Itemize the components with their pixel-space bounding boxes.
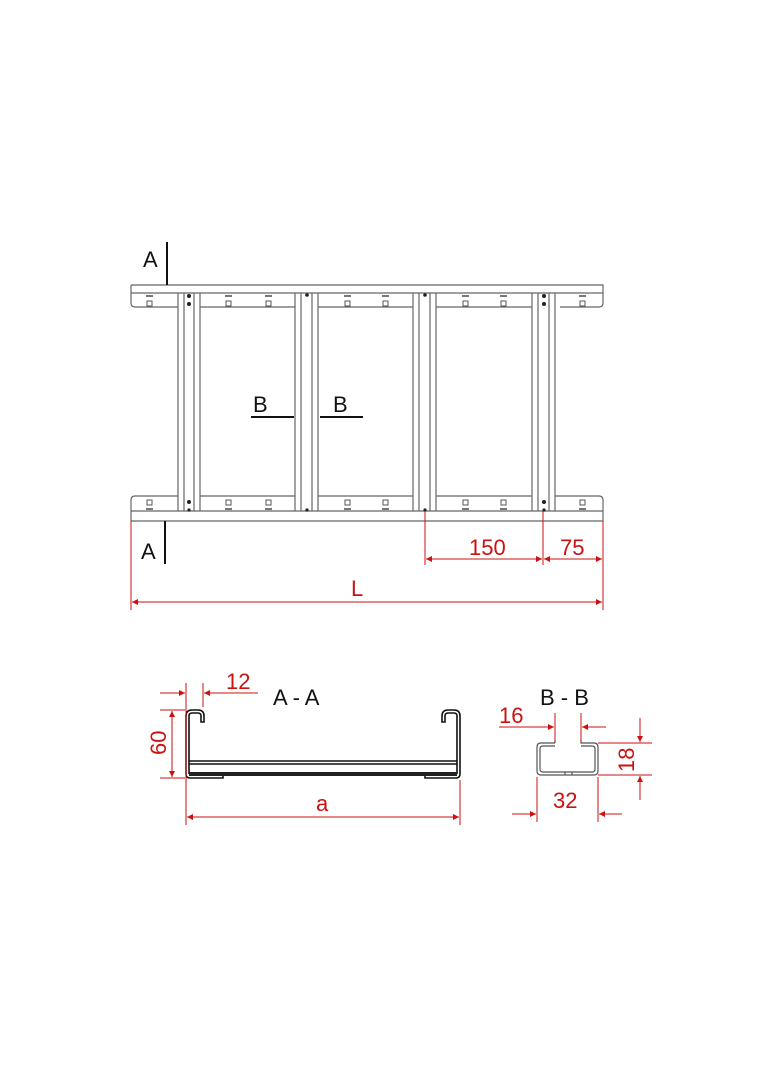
dim-bb-height: 18 [614,748,639,772]
section-aa-profile [185,709,461,779]
dim-end-offset: 75 [560,535,584,560]
dim-length: L [351,576,363,601]
rung-bolts [187,293,546,512]
section-label-b-right: B [333,392,348,417]
plan-view [130,284,604,522]
section-bb-dimensions [499,713,652,822]
dim-aa-width: a [316,791,329,816]
rung-4 [531,293,556,511]
top-side-rail [130,284,604,308]
dim-aa-height: 60 [146,731,171,755]
section-label-b-left: B [253,392,268,417]
section-marker-a-top: A [143,242,168,285]
dim-rung-spacing: 150 [469,535,506,560]
plan-dimensions [130,511,604,610]
section-marker-b: B B [251,392,363,418]
bottom-side-rail [130,495,604,522]
dim-slot: 16 [499,703,523,728]
section-label-a-bottom: A [141,539,156,564]
section-marker-a-bottom: A [141,521,166,564]
section-aa-bottom-plate [189,772,457,776]
rung-1 [177,293,201,511]
section-label-a-top: A [143,247,158,272]
section-bb-profile [536,740,599,776]
dim-bb-width: 32 [553,788,577,813]
rung-3 [412,293,437,511]
rung-2 [294,293,319,511]
section-bb-title: B - B [540,685,589,710]
section-aa-title: A - A [273,685,320,710]
section-aa-dimensions [160,683,461,825]
top-rail-holes [146,295,586,307]
dim-flange: 12 [226,669,250,694]
bottom-rail-holes [146,499,586,510]
